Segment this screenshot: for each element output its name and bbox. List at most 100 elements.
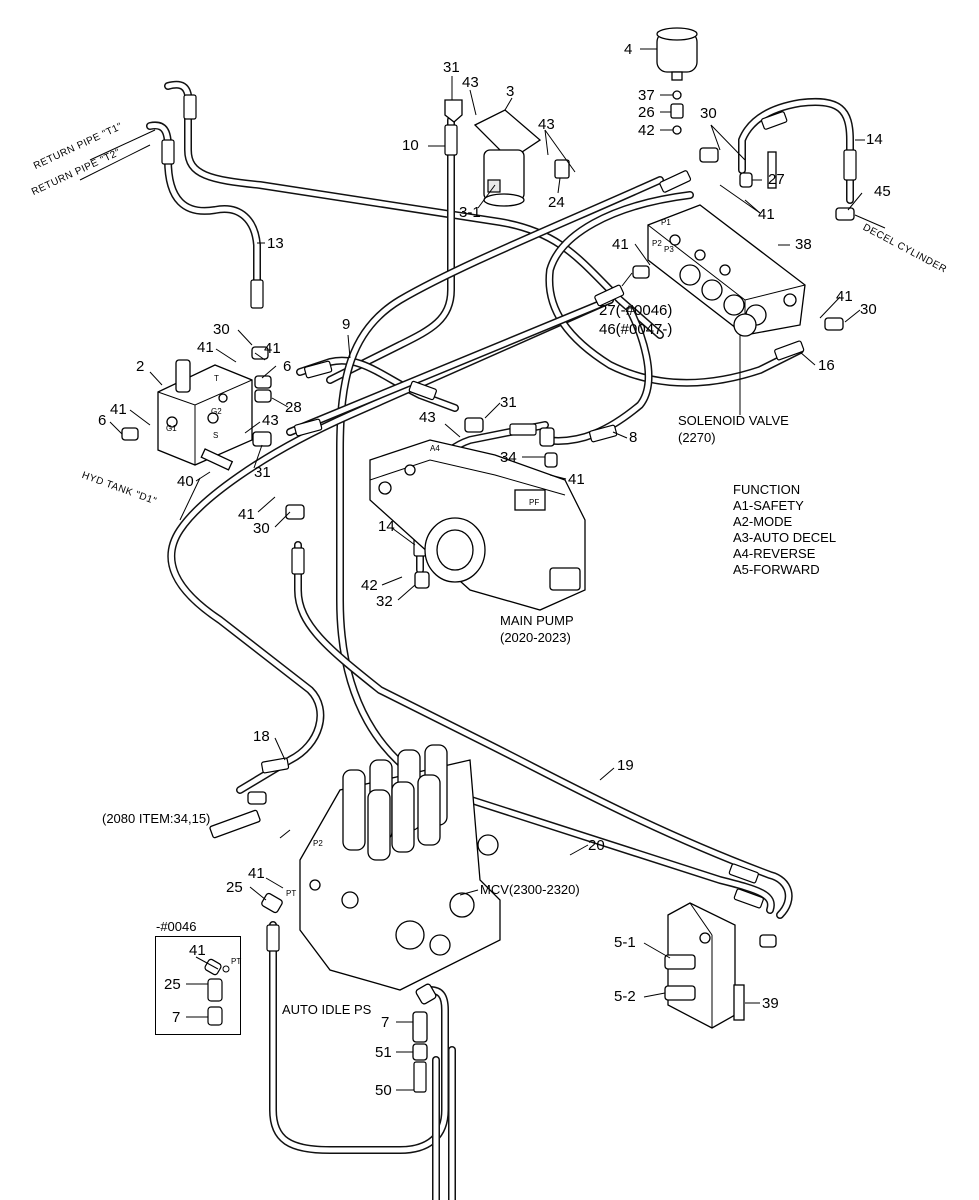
function-legend: FUNCTION A1-SAFETY A2-MODE A3-AUTO DECEL… (733, 482, 836, 578)
callout-43: 43 (262, 412, 279, 429)
callout-25: 25 (226, 879, 243, 896)
leader-lines (79, 48, 886, 1091)
callout-41: 41 (612, 236, 629, 253)
callout-31: 31 (500, 394, 517, 411)
line-filter-part-3 (473, 109, 542, 207)
callout-6: 6 (283, 358, 292, 375)
callout-30: 30 (253, 520, 270, 537)
callout-3-1: 3-1 (459, 204, 481, 221)
label-solenoid-valve: SOLENOID VALVE (678, 413, 789, 428)
function-item: A2-MODE (733, 514, 793, 529)
callout-34: 34 (500, 449, 517, 466)
port-g1-valve: G1 (166, 424, 177, 433)
elbow-fittings (121, 147, 855, 948)
main-control-valve-mcv (299, 744, 501, 991)
function-title: FUNCTION (733, 482, 801, 497)
port-g2-valve: G2 (211, 407, 222, 416)
callout-26: 26 (638, 104, 655, 121)
hose-fittings (161, 94, 857, 1093)
bolt-39 (733, 984, 745, 1021)
port-a4-pump: A4 (430, 444, 440, 453)
o-ring-37 (672, 90, 682, 100)
inset-box-0046: 41 PT 25 7 (155, 936, 241, 1035)
pressure-switch-7 (412, 1011, 428, 1043)
callout-27-pre-0046: 27(-#0046) (599, 302, 673, 319)
callout-43: 43 (419, 409, 436, 426)
callout-41: 41 (568, 471, 585, 488)
callout-2: 2 (136, 358, 145, 375)
callout-16: 16 (818, 357, 835, 374)
callout-31: 31 (254, 464, 271, 481)
inset-drawing (186, 956, 230, 1026)
valve-block-part-2 (157, 359, 253, 466)
main-pump-2020 (369, 439, 586, 611)
callout-41: 41 (238, 506, 255, 523)
callout-30: 30 (213, 321, 230, 338)
fitting-26 (670, 103, 684, 119)
o-ring-42 (672, 125, 682, 135)
fitting-24 (554, 159, 570, 179)
inset-port-pt: PT (231, 957, 242, 966)
inset-callout-25: 25 (164, 976, 181, 993)
callout-10: 10 (402, 137, 419, 154)
adapter-51 (412, 1043, 428, 1061)
callout-3: 3 (506, 83, 515, 100)
label-mcv: MCV(2300-2320) (480, 882, 580, 897)
port-s-valve: S (213, 431, 219, 440)
bolt-40 (200, 448, 234, 471)
port-pf-pump: PF (529, 498, 540, 507)
callout-41: 41 (197, 339, 214, 356)
callout-32: 32 (376, 593, 393, 610)
callout-7: 7 (381, 1014, 390, 1031)
function-item: A5-FORWARD (733, 562, 820, 577)
port-p3-solenoid: P3 (664, 245, 674, 254)
pipe-routes (146, 80, 854, 1200)
port-p2-mcv: P2 (313, 839, 323, 848)
callout-50: 50 (375, 1082, 392, 1099)
label-item-ref-2080: (2080 ITEM:34,15) (102, 811, 211, 826)
callout-14: 14 (866, 131, 883, 148)
callout-51: 51 (375, 1044, 392, 1061)
callout-5-2: 5-2 (614, 988, 636, 1005)
port-p2-solenoid: P2 (652, 239, 662, 248)
callout-14: 14 (378, 518, 395, 535)
elbow-31-top (444, 99, 463, 123)
function-item: A1-SAFETY (733, 498, 804, 513)
callout-41: 41 (758, 206, 775, 223)
label-auto-idle-ps: AUTO IDLE PS (282, 1002, 372, 1017)
callout-39: 39 (762, 995, 779, 1012)
callout-46-post-0047: 46(#0047-) (599, 321, 673, 338)
callout-41: 41 (110, 401, 127, 418)
callout-41: 41 (836, 288, 853, 305)
port-pt-mcv: PT (286, 889, 297, 898)
callout-43: 43 (462, 74, 479, 91)
port-t-valve: T (214, 374, 219, 383)
callout-28: 28 (285, 399, 302, 416)
port-p1-solenoid: P1 (661, 218, 671, 227)
bolt-38 (767, 151, 777, 189)
callout-6: 6 (98, 412, 107, 429)
adapter-2080 (209, 809, 261, 839)
callout-41: 41 (248, 865, 265, 882)
callout-38: 38 (795, 236, 812, 253)
callout-18: 18 (253, 728, 270, 745)
callout-37: 37 (638, 87, 655, 104)
callout-13: 13 (267, 235, 284, 252)
callout-42: 42 (638, 122, 655, 139)
callout-8: 8 (629, 429, 638, 446)
callout-42: 42 (361, 577, 378, 594)
inset-callout-41: 41 (189, 942, 206, 959)
callout-19: 19 (617, 757, 634, 774)
label-main-pump: MAIN PUMP (500, 613, 574, 628)
callout-27: 27 (768, 171, 785, 188)
inset-callout-7: 7 (172, 1009, 181, 1026)
label-main-pump-code: (2020-2023) (500, 630, 571, 645)
bracket-part-5 (664, 902, 736, 1029)
callout-31: 31 (443, 59, 460, 76)
callout-20: 20 (588, 837, 605, 854)
callout-4: 4 (624, 41, 633, 58)
label-solenoid-valve-code: (2270) (678, 430, 716, 445)
callout-9: 9 (342, 316, 351, 333)
callout-41: 41 (264, 340, 281, 357)
